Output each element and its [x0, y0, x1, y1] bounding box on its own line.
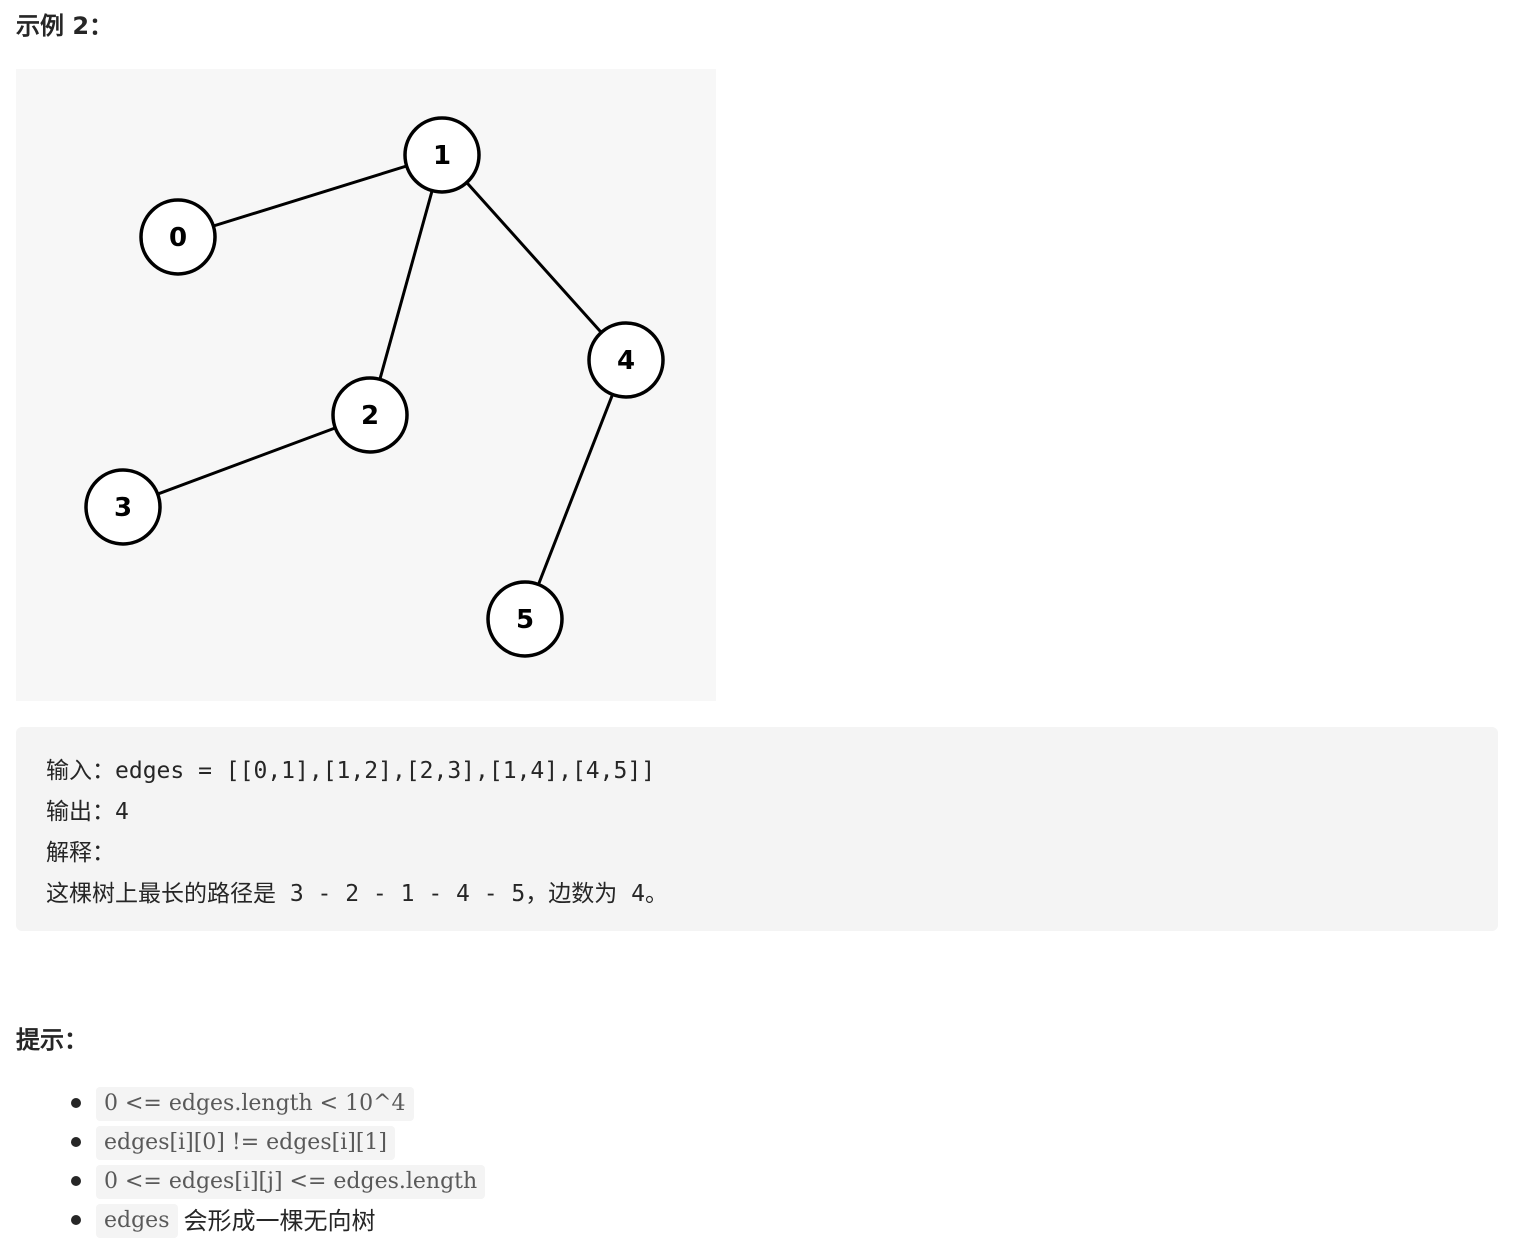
hint-code: edges	[96, 1204, 178, 1238]
node-label-3: 3	[114, 493, 132, 523]
example-heading: 示例 2：	[16, 12, 114, 40]
node-label-0: 0	[169, 223, 187, 253]
bullet-icon	[71, 1137, 81, 1147]
node-label-2: 2	[361, 401, 379, 431]
explanation-text: 这棵树上最长的路径是 3 - 2 - 1 - 4 - 5，边数为 4。	[46, 881, 668, 907]
bullet-icon	[71, 1176, 81, 1186]
output-line: 输出：4	[46, 799, 129, 825]
edge-2-3	[122, 413, 371, 509]
node-2	[331, 376, 409, 454]
explanation-label: 解释：	[46, 840, 115, 866]
tree-figure: 0 1 2 3 4 5	[16, 69, 716, 701]
node-3	[84, 468, 162, 546]
node-label-5: 5	[516, 605, 534, 635]
hints-list: 0 <= edges.length < 10^4 edges[i][0] != …	[16, 1084, 486, 1240]
hint-item: 0 <= edges[i][j] <= edges.length	[16, 1162, 486, 1201]
hint-text: 会形成一棵无向树	[183, 1206, 376, 1235]
edge-4-5	[523, 359, 628, 620]
edge-1-2	[368, 154, 444, 416]
hint-code: 0 <= edges[i][j] <= edges.length	[96, 1165, 486, 1199]
hint-item: 0 <= edges.length < 10^4	[16, 1084, 485, 1123]
hint-code: 0 <= edges.length < 10^4	[96, 1087, 414, 1121]
hint-code: edges[i][0] != edges[i][1]	[96, 1126, 395, 1160]
bullet-icon	[71, 1098, 81, 1108]
hint-item: edges[i][0] != edges[i][1]	[16, 1123, 485, 1162]
bullet-icon	[71, 1215, 81, 1225]
input-line: 输入：edges = [[0,1],[1,2],[2,3],[1,4],[4,5…	[46, 758, 656, 784]
node-1	[403, 116, 481, 194]
example-code-block: 输入：edges = [[0,1],[1,2],[2,3],[1,4],[4,5…	[16, 727, 1498, 931]
node-0	[139, 198, 217, 276]
edge-1-4	[440, 153, 628, 362]
edge-0-1	[177, 153, 443, 239]
node-4	[587, 321, 665, 399]
hints-heading: 提示：	[16, 1026, 88, 1054]
node-5	[486, 580, 564, 658]
node-label-4: 4	[617, 346, 635, 376]
tree-diagram: 0 1 2 3 4 5	[84, 116, 665, 658]
node-label-1: 1	[433, 141, 451, 171]
